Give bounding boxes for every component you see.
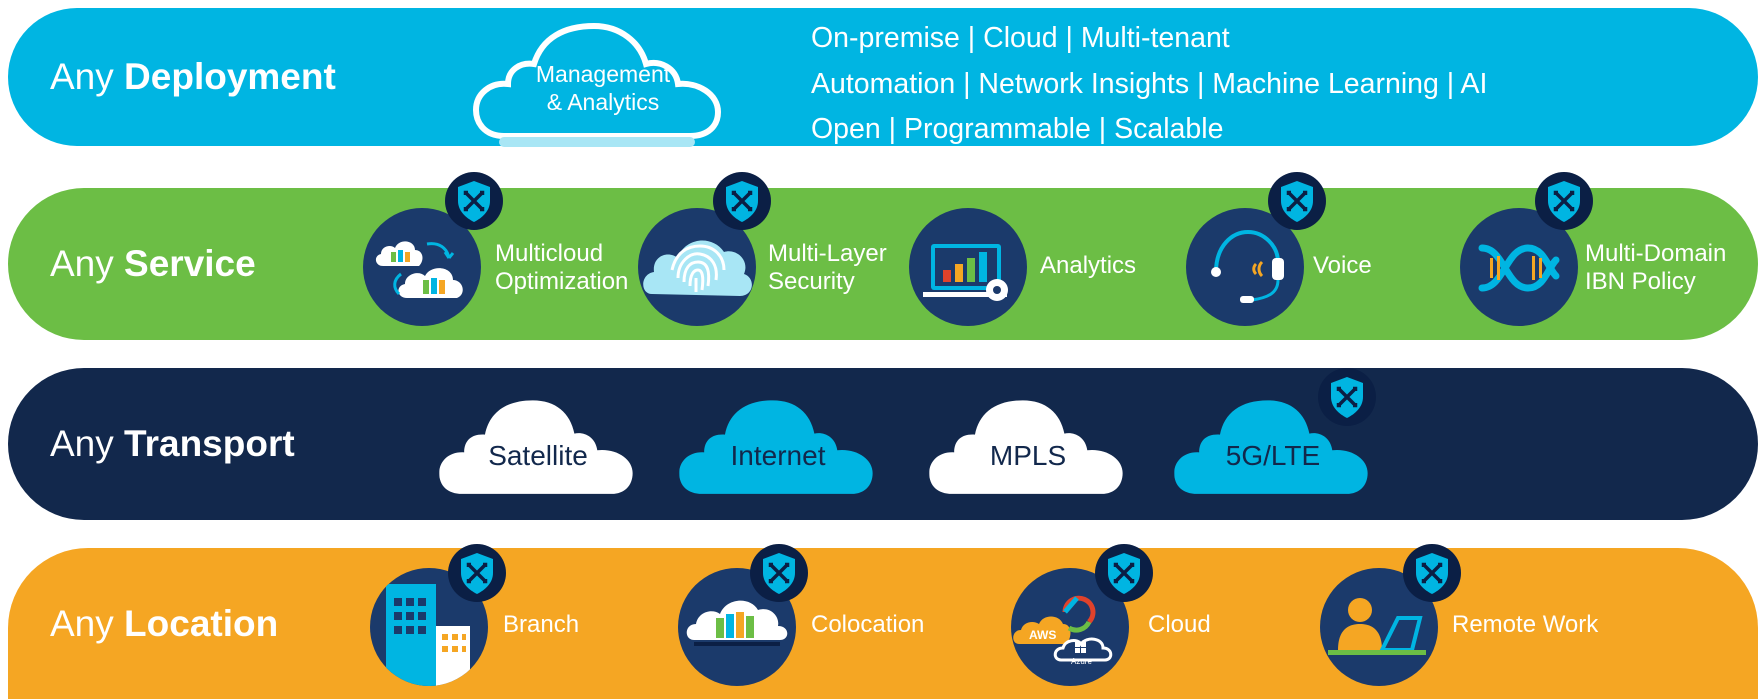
analytics-icon — [909, 208, 1027, 326]
service-title-prefix: Any — [50, 243, 114, 284]
management-cloud-icon — [472, 22, 722, 147]
location-title-prefix: Any — [50, 603, 114, 644]
service-title-bold: Service — [124, 243, 256, 284]
lte-shield-icon — [1318, 368, 1376, 426]
policy-label-line1: Multi-Domain — [1585, 240, 1727, 267]
colocation-shield-icon — [750, 544, 808, 602]
service-label-security: Multi-Layer Security — [768, 240, 887, 296]
headset-icon — [1186, 208, 1304, 326]
transport-title-prefix: Any — [50, 423, 114, 464]
public-cloud-icon: AWS Azure — [1011, 568, 1129, 686]
transport-label-lte: 5G/LTE — [1225, 440, 1321, 471]
transport-label-satellite: Satellite — [488, 440, 588, 471]
remote-shield-icon — [1403, 544, 1461, 602]
service-label-multicloud: Multicloud Optimization — [495, 240, 628, 296]
voice-label-line1: Voice — [1313, 252, 1372, 279]
transport-label-internet: Internet — [730, 440, 826, 471]
service-label-analytics: Analytics — [1040, 252, 1136, 280]
policy-label-line2: IBN Policy — [1585, 268, 1696, 295]
transport-label-mpls: MPLS — [989, 440, 1067, 471]
service-title: Any Service — [50, 243, 256, 285]
azure-logo-text: Azure — [1071, 657, 1092, 666]
analytics-label-line1: Analytics — [1040, 252, 1137, 279]
deployment-line-2: Automation | Network Insights | Machine … — [811, 68, 1488, 100]
deployment-title-prefix: Any — [50, 56, 114, 97]
deployment-title-bold: Deployment — [124, 56, 336, 97]
transport-title-bold: Transport — [124, 423, 295, 464]
multicloud-icon — [363, 208, 481, 326]
deployment-line-3: Open | Programmable | Scalable — [811, 113, 1224, 145]
security-label-line2: Security — [768, 268, 855, 295]
multicloud-shield-icon — [445, 172, 503, 230]
deployment-line-1: On-premise | Cloud | Multi-tenant — [811, 22, 1230, 54]
multicloud-label-line2: Optimization — [495, 268, 629, 295]
location-label-cloud: Cloud — [1148, 611, 1211, 638]
policy-shield-icon — [1535, 172, 1593, 230]
transport-band: Any Transport Satellite Internet MPLS 5G… — [8, 368, 1758, 520]
location-band: Any Location Branch — [8, 544, 1758, 699]
location-label-branch: Branch — [503, 611, 580, 638]
transport-title: Any Transport — [50, 423, 295, 465]
security-shield-icon — [713, 172, 771, 230]
service-band: Any Service Multicloud Optimization — [8, 172, 1758, 340]
cloud-shield-icon — [1095, 544, 1153, 602]
deployment-band: Any Deployment Management & Analytics On… — [8, 8, 1758, 147]
management-cloud-label: Management & Analytics — [518, 60, 688, 116]
location-label-colocation: Colocation — [811, 611, 925, 638]
service-label-policy: Multi-Domain IBN Policy — [1585, 240, 1726, 296]
location-title: Any Location — [50, 603, 278, 645]
multicloud-label-line1: Multicloud — [495, 240, 604, 267]
voice-shield-icon — [1268, 172, 1326, 230]
management-label-line1: Management — [535, 61, 671, 87]
service-label-voice: Voice — [1313, 252, 1372, 280]
security-label-line1: Multi-Layer — [768, 240, 887, 267]
location-label-remote-work: Remote Work — [1452, 611, 1599, 638]
location-title-bold: Location — [124, 603, 279, 644]
branch-shield-icon — [448, 544, 506, 602]
management-label-line2: & Analytics — [546, 89, 660, 115]
aws-logo-text: AWS — [1029, 628, 1056, 642]
deployment-title: Any Deployment — [50, 56, 336, 98]
building-icon — [370, 568, 488, 686]
